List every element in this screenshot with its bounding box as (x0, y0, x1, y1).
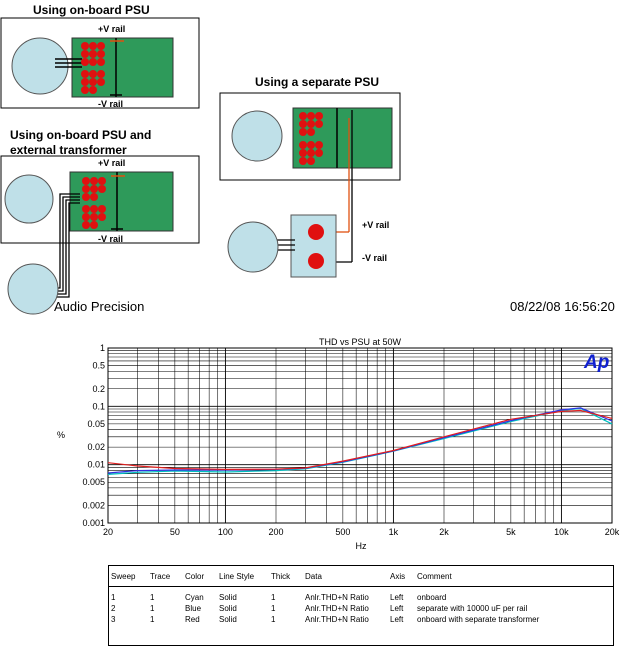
y-tick-label: 1 (100, 343, 105, 353)
x-tick-label: 2k (439, 527, 449, 537)
y-tick-label: 0.2 (92, 384, 105, 394)
board2-vminus-label: -V rail (98, 234, 124, 244)
board2-pcb (69, 171, 174, 232)
board2-title-line1: Using on-board PSU and (10, 128, 152, 142)
y-tick-label: 0.02 (87, 442, 105, 452)
legend-cell: Cyan (185, 593, 204, 602)
y-tick-label: 0.001 (82, 518, 105, 528)
legend-cell: Solid (219, 593, 237, 602)
y-tick-label: 0.01 (87, 460, 105, 470)
header-right: 08/22/08 16:56:20 (510, 299, 615, 314)
legend-header-color: Color (185, 572, 205, 581)
x-tick-label: 100 (218, 527, 233, 537)
legend-header-trace: Trace (150, 572, 171, 581)
legend-cell: Left (390, 604, 404, 613)
board3-transformer (231, 110, 283, 162)
legend-header-data: Data (305, 572, 322, 581)
board1-vminus-label: -V rail (98, 99, 124, 109)
board3-psu-transformer (227, 221, 279, 273)
y-tick-label: 0.5 (92, 361, 105, 371)
legend-divider (109, 586, 613, 587)
x-tick-label: 1k (389, 527, 399, 537)
legend-cell: 1 (150, 593, 155, 602)
y-tick-label: 0.1 (92, 401, 105, 411)
board3-caps (299, 112, 323, 165)
legend-cell: Red (185, 615, 200, 624)
board2-transformer-external (7, 263, 59, 315)
legend-header-axis: Axis (390, 572, 406, 581)
board1-caps-top (81, 42, 105, 66)
x-tick-label: 20k (605, 527, 620, 537)
board2-vplus-label: +V rail (98, 158, 126, 168)
legend-cell: Solid (219, 604, 237, 613)
legend-cell: Anlr.THD+N Ratio (305, 593, 369, 602)
board1-title: Using on-board PSU (33, 3, 150, 17)
board2-transformer-internal (4, 174, 54, 224)
legend-header-sweep: Sweep (111, 572, 136, 581)
x-tick-label: 500 (335, 527, 350, 537)
x-tick-label: 20 (103, 527, 113, 537)
series-line-3 (107, 409, 613, 471)
legend-cell: onboard (417, 593, 447, 602)
series-line-2 (107, 407, 613, 474)
legend-cell: Left (390, 593, 404, 602)
ap-logo: Ap (583, 352, 609, 373)
board3-vminus-label: -V rail (362, 253, 388, 263)
legend-cell: 1 (271, 615, 276, 624)
chart-title: THD vs PSU at 50W (319, 337, 402, 347)
legend-cell: 1 (271, 593, 276, 602)
legend-cell: 2 (111, 604, 116, 613)
board1-pcb (71, 37, 174, 98)
legend-cell: separate with 10000 uF per rail (417, 604, 528, 613)
legend-cell: Anlr.THD+N Ratio (305, 604, 369, 613)
plot-area (107, 347, 613, 524)
board1-diagram (0, 17, 401, 315)
y-axis-label: % (57, 430, 65, 440)
x-axis-label: Hz (356, 541, 367, 551)
legend-header-linestyle: Line Style (219, 572, 255, 581)
board3-vplus-label: +V rail (362, 220, 390, 230)
x-tick-label: 10k (554, 527, 569, 537)
board1-caps-bottom (81, 70, 105, 94)
board2-caps (82, 177, 106, 229)
legend-cell: 1 (271, 604, 276, 613)
legend-header-thick: Thick (271, 572, 291, 581)
board2-title-line2: external transformer (10, 143, 127, 157)
legend-cell: 1 (150, 615, 155, 624)
legend-header-comment: Comment (417, 572, 452, 581)
y-tick-label: 0.002 (82, 500, 105, 510)
x-tick-label: 200 (268, 527, 283, 537)
y-tick-label: 0.05 (87, 419, 105, 429)
legend-cell: 1 (111, 593, 116, 602)
header-left: Audio Precision (54, 299, 145, 314)
legend-cell: 1 (150, 604, 155, 613)
legend-cell: 3 (111, 615, 116, 624)
board1-transformer (11, 37, 69, 95)
thd-chart: THD vs PSU at 50W 1 0.5 0.2 0.1 0.05 0.02 0.01 0… (57, 337, 620, 551)
legend-cell: Anlr.THD+N Ratio (305, 615, 369, 624)
y-tick-label: 0.005 (82, 477, 105, 487)
legend-cell: Blue (185, 604, 202, 613)
board3-title: Using a separate PSU (255, 75, 380, 89)
x-tick-label: 50 (170, 527, 180, 537)
legend-cell: Left (390, 615, 404, 624)
board1-vplus-label: +V rail (98, 24, 126, 34)
x-tick-label: 5k (506, 527, 516, 537)
legend-cell: onboard with separate transformer (417, 615, 540, 624)
legend-cell: Solid (219, 615, 237, 624)
legend-table: Sweep Trace Color Line Style Thick Data … (108, 565, 614, 646)
